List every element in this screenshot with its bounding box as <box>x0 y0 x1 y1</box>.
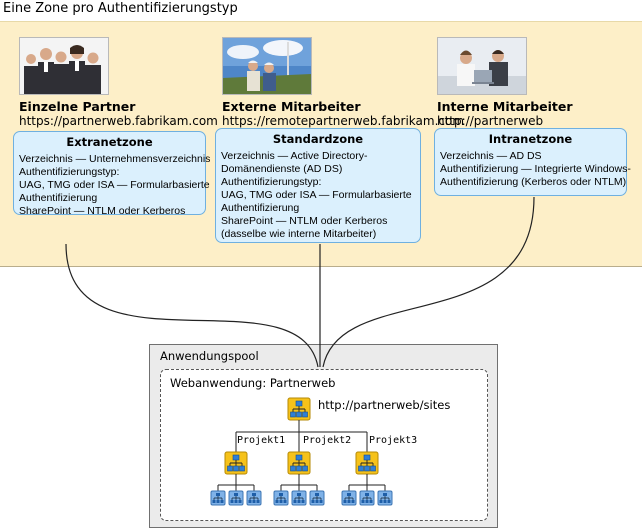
zone-2-url: https://remotepartnerweb.fabrikam.com <box>222 114 465 128</box>
project2-site-icon <box>287 451 311 475</box>
web-application-label: Webanwendung: Partnerweb <box>170 376 336 390</box>
site-collection-icon <box>287 397 311 421</box>
zone-2-header: Externe Mitarbeiter https://remotepartne… <box>222 99 464 129</box>
zone-1-line: Verzeichnis — Unternehmensverzeichnis <box>19 153 211 165</box>
zone-3-line: Authentifizierung — Integrierte Windows- <box>440 163 631 175</box>
field-workers-photo <box>222 37 312 95</box>
project-label-1: Projekt1 <box>237 435 286 446</box>
zone-2-line: Authentifizierungstyp: <box>221 176 322 188</box>
subsite-icon <box>377 490 393 506</box>
zone-2-box: Standardzone Verzeichnis — Active Direct… <box>215 128 421 243</box>
project1-site-icon <box>224 451 248 475</box>
zone-2-user-type: Externe Mitarbeiter <box>222 99 361 114</box>
zone-1-line: Authentifizierungstyp: <box>19 166 120 178</box>
subsite-icon <box>291 490 307 506</box>
zone-2-line: Domänendienste (AD DS) <box>221 163 343 175</box>
zone-1-url: https://partnerweb.fabrikam.com <box>19 114 218 128</box>
zone-1-line: Authentifizierung <box>19 192 98 204</box>
project3-site-icon <box>355 451 379 475</box>
project-label-3: Projekt3 <box>369 435 418 446</box>
zone-1-line: SharePoint — NTLM oder Kerberos <box>19 205 186 217</box>
zone-1-line: UAG, TMG oder ISA — Formularbasierte <box>19 179 210 191</box>
subsite-icon <box>228 490 244 506</box>
zone-2-line: Authentifizierung <box>221 202 300 214</box>
subsite-icon <box>210 490 226 506</box>
page-title: Eine Zone pro Authentifizierungstyp <box>3 1 238 16</box>
zone-3-name: Intranetzone <box>488 132 573 146</box>
office-workers-photo <box>437 37 527 95</box>
zone-arc-right <box>322 196 535 368</box>
zone-3-header: Interne Mitarbeiter http://partnerweb <box>437 99 573 129</box>
subsite-icon <box>359 490 375 506</box>
zone-1-header: Einzelne Partner https://partnerweb.fabr… <box>19 99 218 129</box>
zone-3-line: Authentifizierung (Kerberos oder NTLM) <box>440 176 627 188</box>
zone-arc-left <box>65 243 319 368</box>
zone-2-name: Standardzone <box>272 132 364 146</box>
zone-3-user-type: Interne Mitarbeiter <box>437 99 573 114</box>
application-pool-label: Anwendungspool <box>160 349 259 363</box>
zone-1-name: Extranetzone <box>66 135 153 149</box>
zone-1-user-type: Einzelne Partner <box>19 99 136 114</box>
site-collection-url: http://partnerweb/sites <box>318 398 451 412</box>
zone-1-box: Extranetzone Verzeichnis — Unternehmensv… <box>13 131 211 217</box>
project-label-2: Projekt2 <box>303 435 352 446</box>
zone-3-box: Intranetzone Verzeichnis — AD DS Authent… <box>434 128 631 196</box>
zone-2-line: Verzeichnis — Active Directory- <box>221 150 368 162</box>
subsite-icon <box>341 490 357 506</box>
subsite-icon <box>246 490 262 506</box>
subsite-icon <box>273 490 289 506</box>
subsite-icon <box>309 490 325 506</box>
zone-2-line: (dasselbe wie interne Mitarbeiter) <box>221 228 377 240</box>
zone-3-url: http://partnerweb <box>437 114 544 128</box>
zone-2-line: SharePoint — NTLM oder Kerberos <box>221 215 388 227</box>
zone-2-line: UAG, TMG oder ISA — Formularbasierte <box>221 189 412 201</box>
partners-photo <box>19 37 109 95</box>
zone-3-line: Verzeichnis — AD DS <box>440 150 542 162</box>
